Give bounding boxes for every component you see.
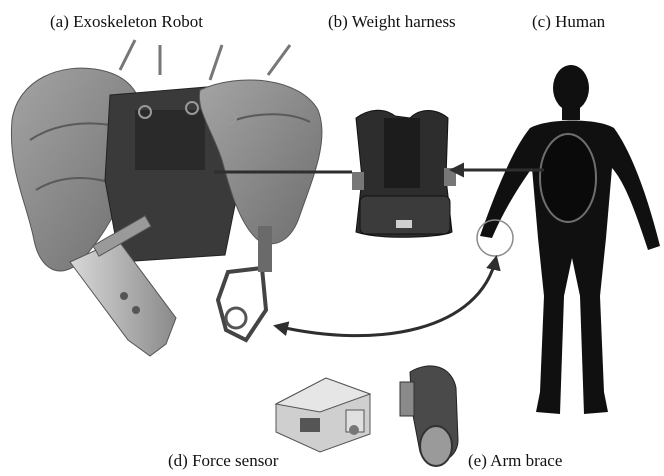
weight-harness-image xyxy=(352,110,456,237)
arrow-human-to-bracket xyxy=(276,258,496,336)
force-sensor-image xyxy=(276,378,370,452)
exoskeleton-robot-image xyxy=(11,40,322,356)
arm-brace-image xyxy=(400,366,458,466)
human-silhouette-image xyxy=(477,65,660,414)
